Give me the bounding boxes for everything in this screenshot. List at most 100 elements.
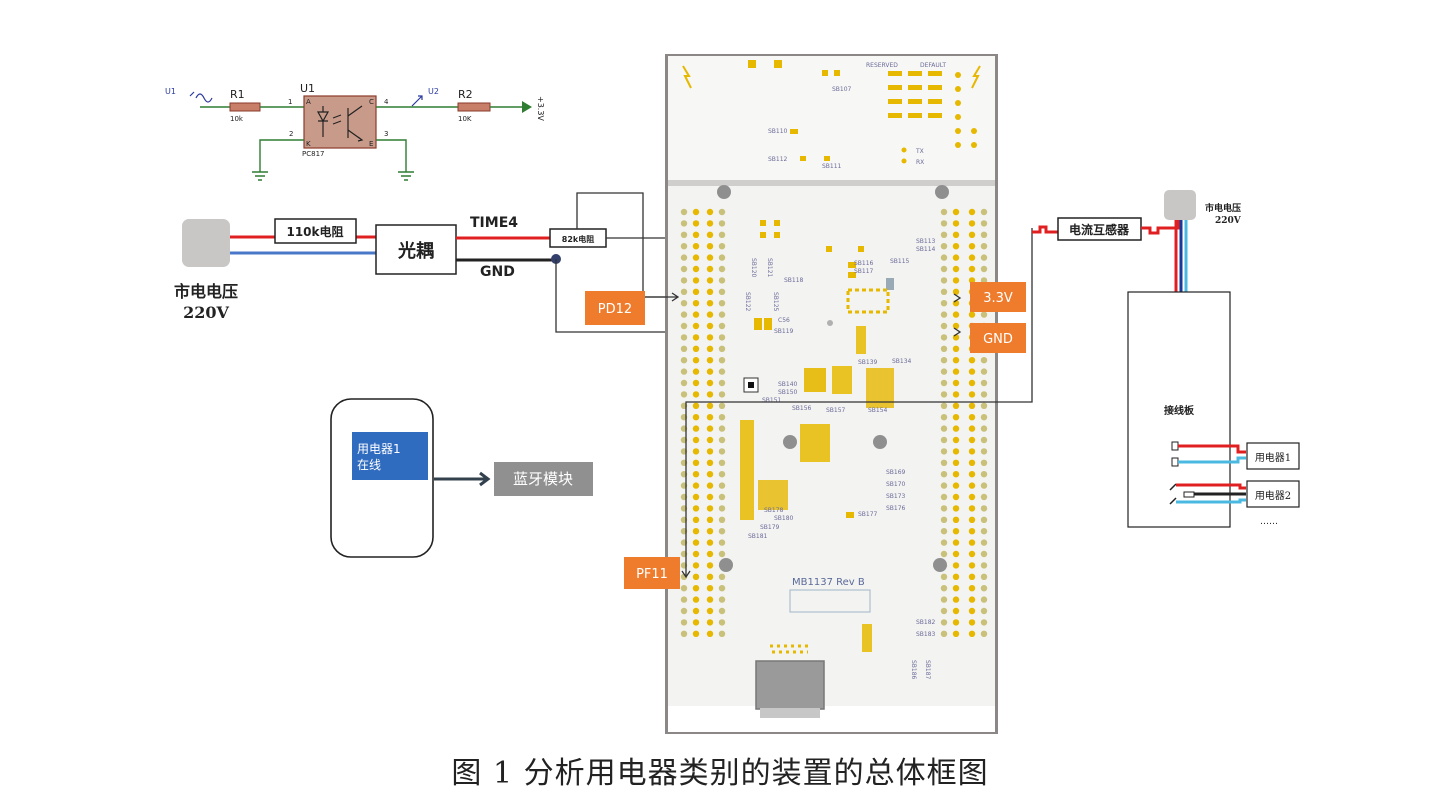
header-pin — [968, 630, 976, 637]
header-pin — [692, 459, 700, 466]
silk-sb112: SB112 — [768, 156, 788, 163]
header-pin — [692, 630, 700, 637]
silk-sb121: SB121 — [766, 258, 773, 278]
header-pin — [968, 573, 976, 580]
v33-badge — [970, 282, 1026, 312]
appliance-status-tile[interactable] — [352, 432, 428, 480]
header-pin — [692, 231, 700, 238]
header-pin — [706, 448, 714, 455]
header-pin — [980, 573, 988, 580]
header-pin — [692, 334, 700, 341]
header-pin — [940, 300, 948, 307]
header-pin — [952, 630, 960, 637]
appliance2-box — [1246, 480, 1300, 508]
header-pin — [952, 391, 960, 398]
mains-socket-right-icon — [1164, 190, 1196, 220]
header-pin — [940, 277, 948, 284]
header-pin — [680, 619, 688, 626]
header-pin — [692, 220, 700, 227]
header-pin — [718, 300, 726, 307]
header-pin — [952, 243, 960, 250]
header-pin — [980, 596, 988, 603]
silk-sb107: SB107 — [832, 86, 852, 93]
header-pin — [980, 277, 988, 284]
header-pin — [980, 459, 988, 466]
header-pin — [940, 345, 948, 352]
header-pin — [968, 585, 976, 592]
header-pin — [692, 562, 700, 569]
header-pin — [680, 345, 688, 352]
header-pin — [706, 368, 714, 375]
header-pin — [718, 334, 726, 341]
silk-sb187: SB187 — [924, 660, 931, 680]
optocoupler-label: 光耦 — [397, 240, 434, 262]
header-pin — [706, 596, 714, 603]
header-pin — [940, 493, 948, 501]
header-pin — [968, 459, 976, 466]
header-pin — [692, 482, 700, 489]
header-pin — [940, 630, 948, 637]
header-pin — [718, 607, 726, 615]
header-pin — [952, 436, 960, 444]
header-pin — [952, 254, 960, 261]
header-pin — [692, 471, 700, 478]
header-pins — [680, 208, 988, 637]
header-pin — [968, 528, 976, 535]
current-sensor-label: 电流互感器 — [1069, 222, 1130, 237]
header-pin — [718, 550, 726, 558]
header-pin — [692, 448, 700, 455]
header-pin — [680, 368, 688, 375]
header-pin — [680, 311, 688, 318]
r2-value: 10K — [458, 115, 472, 123]
header-pin — [680, 243, 688, 250]
header-pin — [718, 277, 726, 284]
header-pin — [968, 607, 976, 615]
appliance1-box — [1246, 442, 1300, 470]
header-pin — [692, 391, 700, 398]
header-pin — [706, 243, 714, 250]
header-pin — [968, 311, 976, 318]
header-pin — [952, 550, 960, 558]
header-pin — [680, 231, 688, 238]
header-pin — [980, 562, 988, 569]
pin-c: C — [369, 98, 374, 106]
header-pin — [680, 220, 688, 227]
jumper-array-top — [888, 71, 977, 148]
transistor-icon — [347, 105, 364, 142]
board-label-box — [789, 589, 871, 613]
header-pin — [692, 288, 700, 295]
plug-2 — [1169, 483, 1177, 505]
header-pin — [718, 391, 726, 398]
header-pin — [692, 243, 700, 250]
header-pin — [940, 265, 948, 273]
header-pin — [952, 265, 960, 273]
board-main-section — [668, 186, 995, 706]
header-pin — [980, 243, 988, 250]
header-pin — [952, 539, 960, 546]
header-pin — [952, 208, 960, 216]
mains-voltage-right: 220V — [1215, 216, 1242, 226]
header-pin — [718, 243, 726, 250]
header-pin — [718, 414, 726, 421]
led-icon — [316, 106, 330, 137]
header-pin — [968, 379, 976, 387]
bluetooth-label: 蓝牙模块 — [513, 470, 573, 488]
silk-sb183: SB183 — [916, 631, 936, 638]
header-pin — [980, 208, 988, 216]
header-pin — [692, 300, 700, 307]
header-pin — [706, 550, 714, 558]
silk-sb111: SB111 — [822, 163, 842, 170]
header-pin — [980, 619, 988, 626]
header-pin — [680, 288, 688, 295]
header-pin — [968, 220, 976, 227]
header-pin — [968, 368, 976, 375]
optocoupler-box — [375, 224, 457, 275]
header-pin — [718, 585, 726, 592]
header-pin — [980, 231, 988, 238]
header-pin — [952, 607, 960, 615]
pin-a: A — [306, 98, 311, 106]
header-pin — [940, 220, 948, 227]
header-pin — [706, 231, 714, 238]
header-pin — [940, 402, 948, 409]
silk-sb115: SB115 — [890, 258, 910, 265]
